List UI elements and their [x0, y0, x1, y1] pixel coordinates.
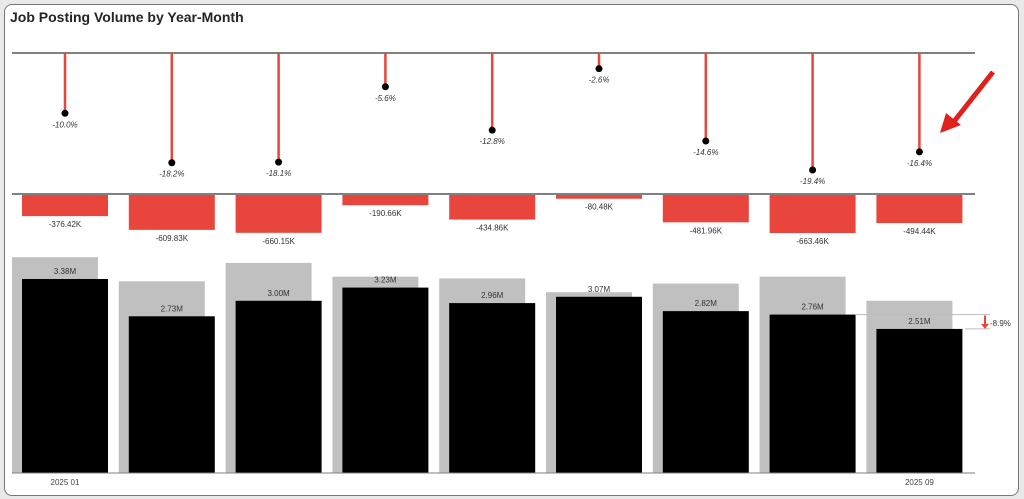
variance-label: -190.66K	[369, 209, 402, 218]
current-bar	[769, 314, 856, 473]
pct-label: -14.6%	[693, 148, 718, 157]
current-bar	[876, 328, 963, 473]
variance-bar	[556, 194, 642, 199]
pct-lollipop-dot	[488, 126, 496, 134]
x-tick-label: 2025 09	[905, 478, 934, 487]
current-value-label: 2.76M	[801, 303, 824, 312]
pct-label: -18.2%	[159, 170, 184, 179]
current-value-label: 2.73M	[161, 304, 184, 313]
pct-label: -2.6%	[589, 76, 610, 85]
variance-label: -481.96K	[690, 226, 723, 235]
pct-label: -18.1%	[266, 169, 291, 178]
variance-label: -376.42K	[49, 220, 82, 229]
variance-label: -80.48K	[585, 203, 614, 212]
current-value-label: 3.23M	[374, 276, 397, 285]
annotation-arrow-icon	[950, 70, 995, 126]
variance-label: -660.15K	[262, 237, 295, 246]
variance-label: -609.83K	[156, 234, 189, 243]
variance-bar	[769, 194, 856, 234]
current-bar	[128, 316, 215, 473]
pct-label: -5.6%	[375, 94, 396, 103]
pct-label: -19.4%	[800, 177, 825, 186]
current-value-label: 2.51M	[908, 317, 931, 326]
variance-label: -494.44K	[903, 227, 936, 236]
pct-lollipop-dot	[595, 65, 603, 73]
current-value-label: 3.00M	[267, 289, 290, 298]
pct-lollipop-dot	[702, 137, 710, 145]
x-tick-label: 2025 01	[51, 478, 80, 487]
current-bar	[449, 303, 536, 473]
current-value-label: 2.96M	[481, 291, 504, 300]
pct-lollipop-dot	[275, 158, 283, 166]
variance-label: -434.86K	[476, 224, 509, 233]
current-value-label: 3.38M	[54, 267, 77, 276]
current-bar	[556, 296, 642, 473]
pct-lollipop-dot	[168, 159, 176, 167]
variance-bar	[235, 194, 322, 233]
change-label: -8.9%	[990, 319, 1011, 328]
variance-bar	[662, 194, 749, 223]
annotation-arrow-head-icon	[940, 113, 961, 133]
current-bar	[235, 300, 322, 473]
pct-lollipop-dot	[809, 166, 817, 174]
pct-label: -16.4%	[907, 159, 932, 168]
current-value-label: 2.82M	[695, 299, 718, 308]
variance-bar	[449, 194, 536, 220]
pct-lollipop-dot	[915, 148, 923, 156]
pct-label: -12.8%	[480, 137, 505, 146]
variance-bar	[342, 194, 429, 206]
variance-label: -663.46K	[796, 237, 829, 246]
pct-lollipop-dot	[61, 109, 69, 117]
current-bar	[22, 278, 108, 473]
variance-bar	[22, 194, 108, 217]
pct-lollipop-dot	[381, 83, 389, 91]
current-value-label: 3.07M	[588, 285, 611, 294]
current-bar	[662, 311, 749, 473]
variance-bar	[876, 194, 963, 224]
chart-title: Job Posting Volume by Year-Month	[10, 9, 244, 25]
change-arrow-head-icon	[981, 323, 989, 329]
current-bar	[342, 287, 429, 473]
pct-label: -10.0%	[52, 120, 77, 129]
variance-bar	[128, 194, 215, 230]
